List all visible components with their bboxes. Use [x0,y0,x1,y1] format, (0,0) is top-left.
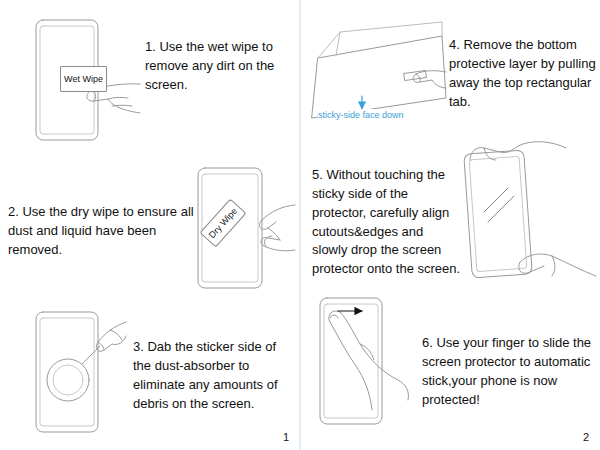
down-arrow [361,96,362,109]
step-text: 4. Remove the bottom protective layer by… [449,36,597,111]
phone-wet-wipe [36,20,140,140]
phone-dry-wipe [198,168,295,288]
wet-wipe-pad: Wet Wipe [60,66,107,92]
step-text: 5. Without touching the sticky side of t… [312,166,462,279]
protector-film [312,22,446,118]
slide-arrow [338,310,362,311]
step-text: 3. Dab the sticker side of the dust-abso… [133,338,295,413]
page-divider [299,0,300,450]
phone-align [464,142,596,278]
phone-slide [320,298,409,424]
step-text: 6. Use your finger to slide the screen p… [422,334,594,409]
page-number: 2 [583,430,597,446]
page-number: 1 [283,430,297,446]
wipe-label: Wet Wipe [64,74,103,84]
step-text: 1. Use the wet wipe to remove any dirt o… [145,38,295,95]
step-text: 2. Use the dry wipe to ensure all dust a… [8,203,196,260]
note-label: sticky-side face down [318,109,404,122]
phone-dust-absorber [36,312,126,432]
